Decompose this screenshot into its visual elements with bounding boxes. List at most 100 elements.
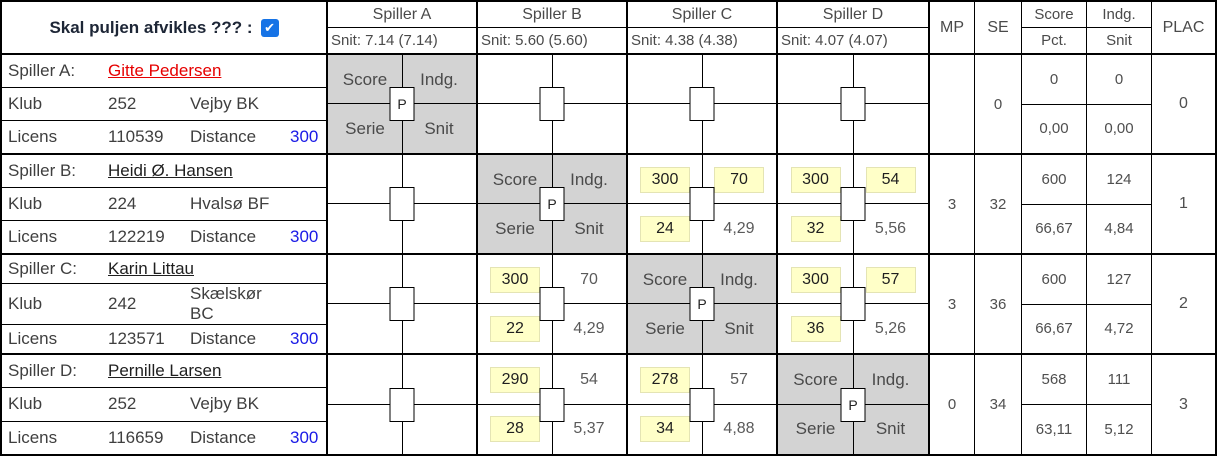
score-total: 0 (1022, 55, 1086, 105)
indg-snit-cell: 127 4,72 (1087, 255, 1152, 355)
indgange-value[interactable]: 70 (714, 166, 764, 193)
indg-header-label: Indg. (1087, 2, 1151, 28)
diag-score-label: Score (642, 269, 688, 289)
score-input[interactable]: 300 (640, 166, 690, 193)
match-checkbox[interactable] (840, 87, 866, 121)
match-cell-c-vs-d: 300 57 36 5,26 (778, 255, 930, 355)
pool-header: Skal puljen afvikles ??? : ✔ (2, 2, 328, 55)
player-name-row: Spiller C: Karin Littau (2, 255, 326, 284)
klub-number: 252 (108, 94, 137, 113)
match-cell-c-vs-a (328, 255, 478, 355)
match-checkbox[interactable] (539, 287, 565, 321)
match-checkbox[interactable] (389, 287, 415, 321)
pool-run-checkbox[interactable]: ✔ (260, 18, 279, 37)
score-total: 568 (1022, 355, 1086, 405)
indgange-value: 54 (580, 370, 598, 388)
score-pct: 63,11 (1035, 421, 1073, 438)
match-cell-c-vs-b: 300 70 22 4,29 (478, 255, 628, 355)
player-name-link[interactable]: Pernille Larsen (108, 361, 222, 381)
diag-score-label: Score (492, 169, 538, 189)
p-checkbox[interactable]: P (539, 187, 565, 221)
klub-number: 224 (108, 194, 137, 213)
klub-row: Klub 252 Vejby BK (2, 388, 326, 422)
p-checkbox[interactable]: P (689, 287, 715, 321)
indg-total: 127 (1087, 255, 1151, 305)
klub-name: Skælskør BC (190, 284, 262, 323)
indgange-value[interactable]: 54 (865, 166, 916, 193)
distance-value[interactable]: 300 (290, 127, 319, 146)
se-value: 34 (975, 355, 1022, 454)
diag-snit-label: Snit (574, 218, 604, 238)
column-header-score-pct: Score Pct. (1022, 2, 1087, 55)
self-cell-a: Score Indg. Serie Snit P (328, 55, 478, 155)
column-header-spiller-b: Spiller B Snit: 5.60 (5.60) (478, 2, 628, 55)
player-info-block-b: Spiller B: Heidi Ø. Hansen Klub 224 Hval… (2, 155, 328, 255)
self-cell-b: Score Indg. Serie Snit P (478, 155, 628, 255)
match-cell-a-vs-c (628, 55, 778, 155)
self-cell-d: Score Indg. Serie Snit P (778, 355, 930, 454)
diag-score-label: Score (342, 69, 388, 89)
p-checkbox[interactable]: P (840, 387, 866, 422)
match-checkbox[interactable] (539, 387, 565, 422)
diag-serie-label: Serie (495, 218, 535, 238)
player-name-link[interactable]: Gitte Pedersen (108, 61, 222, 80)
score-pct: 66,67 (1035, 320, 1073, 338)
serie-input[interactable]: 34 (640, 416, 690, 443)
klub-label: Klub (8, 394, 43, 414)
licens-row: Licens 123571 Distance 300 (2, 325, 326, 353)
player-info-block-c: Spiller C: Karin Littau Klub 242 Skælskø… (2, 255, 328, 355)
klub-label: Klub (8, 194, 43, 213)
column-header-spiller-d: Spiller D Snit: 4.07 (4.07) (778, 2, 930, 55)
distance-value[interactable]: 300 (290, 227, 319, 246)
serie-input[interactable]: 24 (640, 215, 690, 242)
distance-value[interactable]: 300 (290, 329, 319, 348)
match-checkbox[interactable] (689, 387, 715, 422)
diag-serie-label: Serie (795, 419, 836, 439)
score-pct-cell: 600 66,67 (1022, 255, 1087, 355)
distance-label: Distance (190, 227, 257, 246)
column-header-se: SE (975, 2, 1022, 55)
match-checkbox[interactable] (689, 187, 715, 221)
spiller-a-snit: Snit: 7.14 (7.14) (331, 32, 438, 49)
licens-label: Licens (8, 227, 58, 246)
score-input[interactable]: 278 (640, 366, 690, 393)
p-checkbox[interactable]: P (389, 87, 415, 121)
score-pct-cell: 568 63,11 (1022, 355, 1087, 454)
spiller-c-snit: Snit: 4.38 (4.38) (631, 32, 738, 49)
serie-input[interactable]: 32 (790, 215, 841, 242)
indgange-value[interactable]: 57 (865, 266, 916, 293)
match-checkbox[interactable] (389, 387, 415, 422)
serie-input[interactable]: 22 (490, 315, 540, 342)
spiller-b-snit: Snit: 5.60 (5.60) (481, 32, 588, 49)
player-name-row: Spiller B: Heidi Ø. Hansen (2, 155, 326, 188)
spiller-a-header-label: Spiller A (328, 2, 476, 28)
match-cell-a-vs-d (778, 55, 930, 155)
match-checkbox[interactable] (840, 287, 866, 321)
diag-snit-label: Snit (724, 318, 754, 338)
match-checkbox[interactable] (539, 87, 565, 121)
licens-label: Licens (8, 127, 58, 146)
score-pct: 0,00 (1039, 120, 1069, 138)
indg-snit-cell: 0 0,00 (1087, 55, 1152, 155)
score-input[interactable]: 300 (490, 266, 540, 293)
serie-input[interactable]: 36 (790, 315, 841, 342)
score-pct: 66,67 (1035, 220, 1073, 238)
match-checkbox[interactable] (689, 87, 715, 121)
score-input[interactable]: 290 (490, 366, 540, 393)
player-letter-label: Spiller C: (8, 259, 77, 278)
match-checkbox[interactable] (389, 187, 415, 221)
licens-row: Licens 122219 Distance 300 (2, 221, 326, 253)
score-input[interactable]: 300 (790, 266, 841, 293)
distance-label: Distance (190, 127, 257, 146)
p-label: P (697, 296, 707, 312)
score-total: 600 (1022, 155, 1086, 205)
score-pct-cell: 0 0,00 (1022, 55, 1087, 155)
player-name-link[interactable]: Karin Littau (108, 259, 194, 278)
distance-value[interactable]: 300 (290, 427, 319, 447)
mp-value: 3 (930, 255, 975, 355)
score-input[interactable]: 300 (790, 166, 841, 193)
player-name-link[interactable]: Heidi Ø. Hansen (108, 161, 233, 180)
serie-input[interactable]: 28 (490, 416, 540, 443)
match-checkbox[interactable] (840, 187, 866, 221)
